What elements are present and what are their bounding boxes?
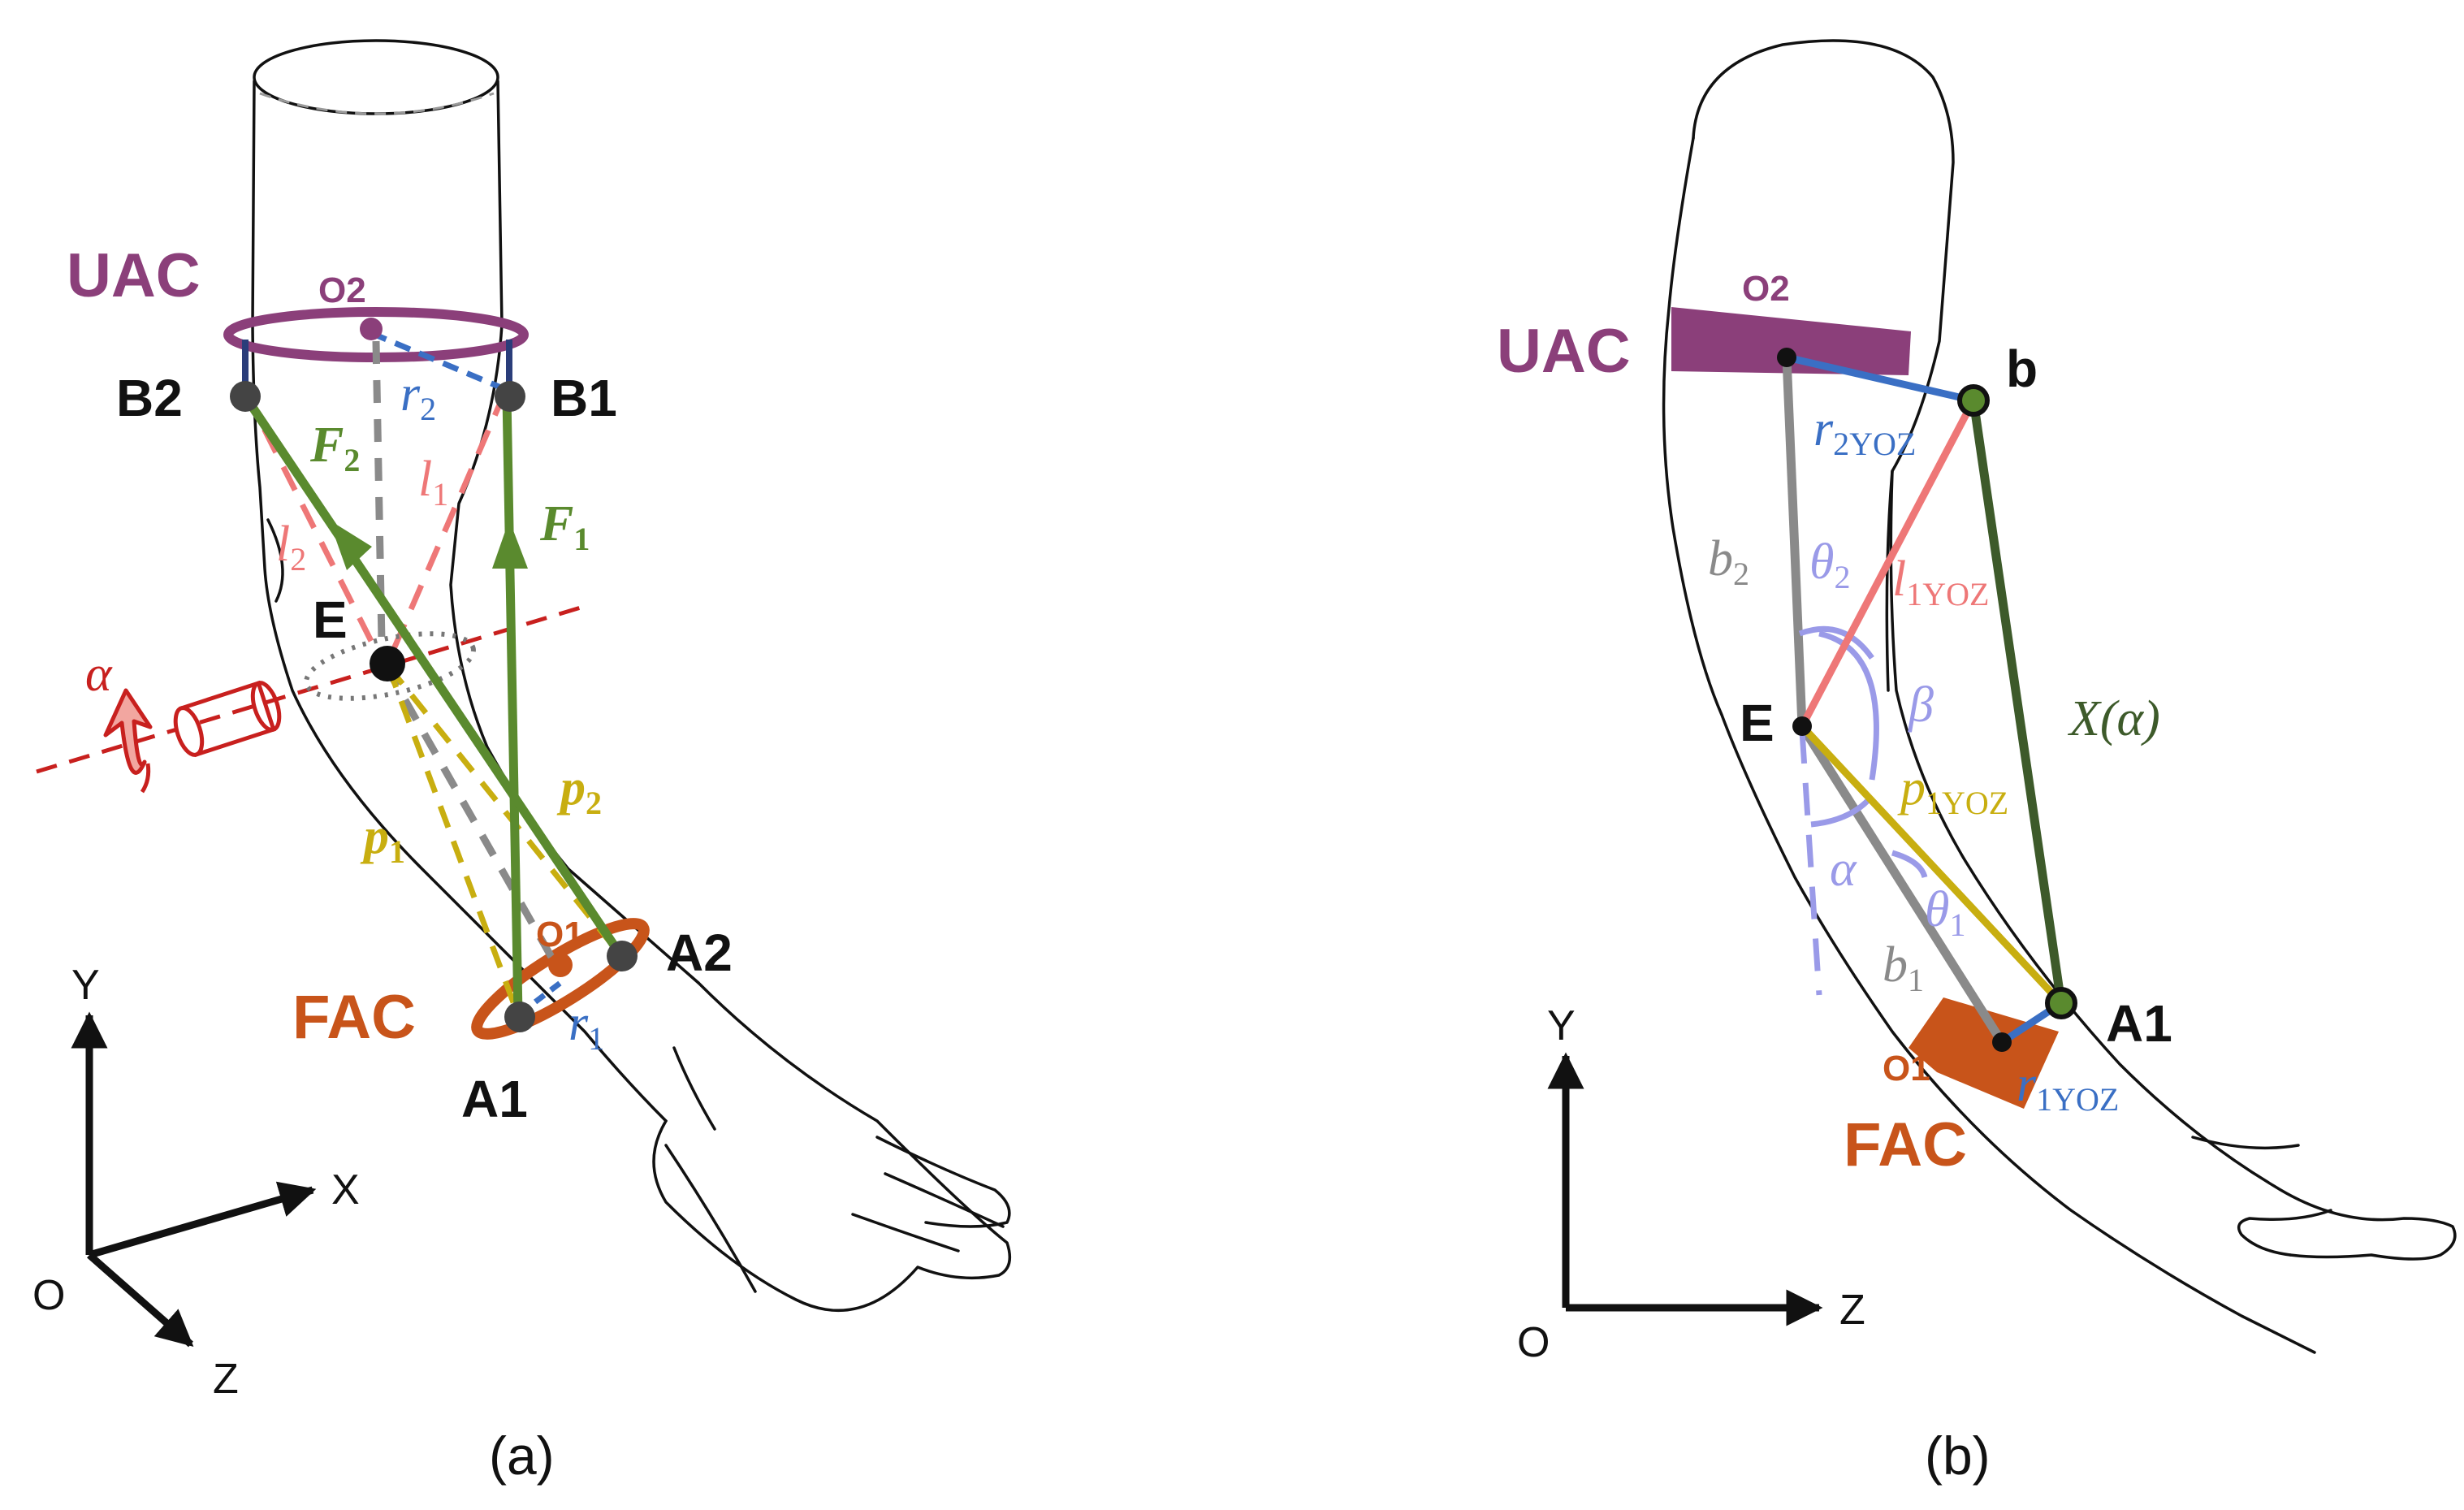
label-e-b: E	[1740, 694, 1775, 752]
label-o1-a: O1	[536, 915, 584, 954]
axis-label-y-a: Y	[71, 962, 100, 1009]
label-o2-a: O2	[318, 270, 366, 310]
p1yoz-line	[1799, 723, 2064, 1006]
point-a1-a	[504, 1002, 535, 1032]
cable-f1	[502, 396, 523, 1016]
label-l1yoz: l1YOZ	[1892, 552, 1989, 612]
label-fac-a: FAC	[292, 983, 416, 1052]
label-r1-a: r1	[568, 996, 604, 1057]
label-a1-b: A1	[2106, 994, 2172, 1053]
label-e-a: E	[313, 591, 348, 649]
label-x-alpha: X(α)	[2067, 691, 2160, 746]
panel-b: UAC O2 b E A1 O1 FAC r2YOZ l1YOZ p1YOZ r…	[1497, 39, 2457, 1486]
point-o2-a	[360, 318, 383, 340]
l1yoz-line	[1799, 398, 1977, 729]
r2yoz-line	[1785, 353, 1975, 405]
rotation-cylinder-icon	[173, 680, 282, 758]
panel-a: UAC O2 B2 B1 E FAC O1 A2 A1 α F2 F1 l1 l…	[32, 39, 1012, 1486]
label-theta2: θ2	[1809, 534, 1850, 595]
axis-label-z-a: Z	[213, 1356, 239, 1403]
label-theta1: θ1	[1925, 882, 1965, 943]
label-r2-a: r2	[400, 366, 436, 427]
label-alpha-b: α	[1830, 842, 1857, 897]
forearm-axis-line	[383, 664, 555, 961]
arm-outline-b	[1662, 39, 2457, 1354]
point-b2-a	[230, 381, 261, 412]
label-alpha-a: α	[85, 647, 113, 702]
label-uac-b: UAC	[1497, 317, 1631, 386]
label-fac-b: FAC	[1844, 1110, 1967, 1179]
point-e-a	[370, 646, 405, 681]
label-b1-bone: b1	[1883, 937, 1924, 998]
axis-label-y-b: Y	[1547, 1002, 1576, 1049]
axis-label-x-a: X	[331, 1166, 360, 1214]
vertical-reference-dashed	[1799, 730, 1822, 996]
axes-b: Y Z O	[1517, 1002, 1865, 1366]
label-b1-b: b	[2006, 340, 2038, 398]
label-l1-a: l1	[418, 452, 448, 513]
rotation-arrow-icon	[103, 688, 153, 794]
axis-label-o-b: O	[1517, 1319, 1550, 1366]
cable-f1-arrowhead	[492, 520, 528, 569]
fac-ring-a	[471, 918, 650, 1040]
label-uac-a: UAC	[67, 241, 201, 310]
label-f2: F2	[309, 418, 360, 478]
axis-label-z-b: Z	[1839, 1287, 1865, 1334]
bone-b2	[1782, 357, 1807, 727]
label-f1: F1	[539, 496, 590, 557]
point-b1-b	[1957, 384, 1990, 417]
point-o1-b	[1992, 1032, 2012, 1052]
l1-line-a	[385, 390, 508, 664]
angle-theta2-arc	[1798, 625, 1874, 660]
arm-outline-a	[251, 39, 1012, 1313]
angle-beta-arc	[1818, 630, 1879, 781]
label-l2-a: l2	[276, 517, 306, 578]
point-o2-b	[1777, 348, 1796, 367]
x-alpha-cable	[1969, 400, 2066, 1004]
angle-theta1-arc	[1891, 850, 1928, 879]
axis-label-o-a: O	[32, 1272, 65, 1319]
label-r2yoz: r2YOZ	[1813, 401, 1916, 462]
bone-b1	[1798, 724, 2006, 1045]
cable-f2-arrowhead	[329, 520, 372, 570]
p2-line-a	[386, 664, 624, 958]
label-beta: β	[1908, 677, 1934, 733]
point-o1-a	[548, 953, 573, 977]
rotation-axis-a	[36, 603, 590, 774]
label-p1-a: p1	[360, 809, 405, 870]
label-b2-a: B2	[116, 369, 183, 427]
label-o1-b: O1	[1883, 1049, 1930, 1088]
point-e-b	[1792, 716, 1812, 736]
point-b1-a	[495, 381, 525, 412]
label-a2-a: A2	[666, 924, 733, 982]
point-a1-b	[2045, 987, 2077, 1019]
label-a1-a: A1	[461, 1070, 528, 1128]
label-p1yoz: p1YOZ	[1897, 760, 2008, 821]
label-b1-a: B1	[551, 369, 617, 427]
caption-b: (b)	[1925, 1426, 1991, 1486]
label-r1yoz: r1YOZ	[2017, 1057, 2119, 1118]
point-a2-a	[607, 941, 638, 971]
label-o2-b: O2	[1742, 269, 1790, 309]
axes-a: Y X Z O	[32, 962, 360, 1403]
caption-a: (a)	[489, 1426, 555, 1486]
elbow-dotted-ellipse	[304, 631, 476, 701]
label-p2-a: p2	[556, 760, 602, 821]
p1-line-a	[385, 664, 521, 1017]
cable-f2	[241, 393, 625, 959]
label-b2-bone: b2	[1708, 531, 1749, 592]
uac-band-b	[1671, 307, 1911, 375]
